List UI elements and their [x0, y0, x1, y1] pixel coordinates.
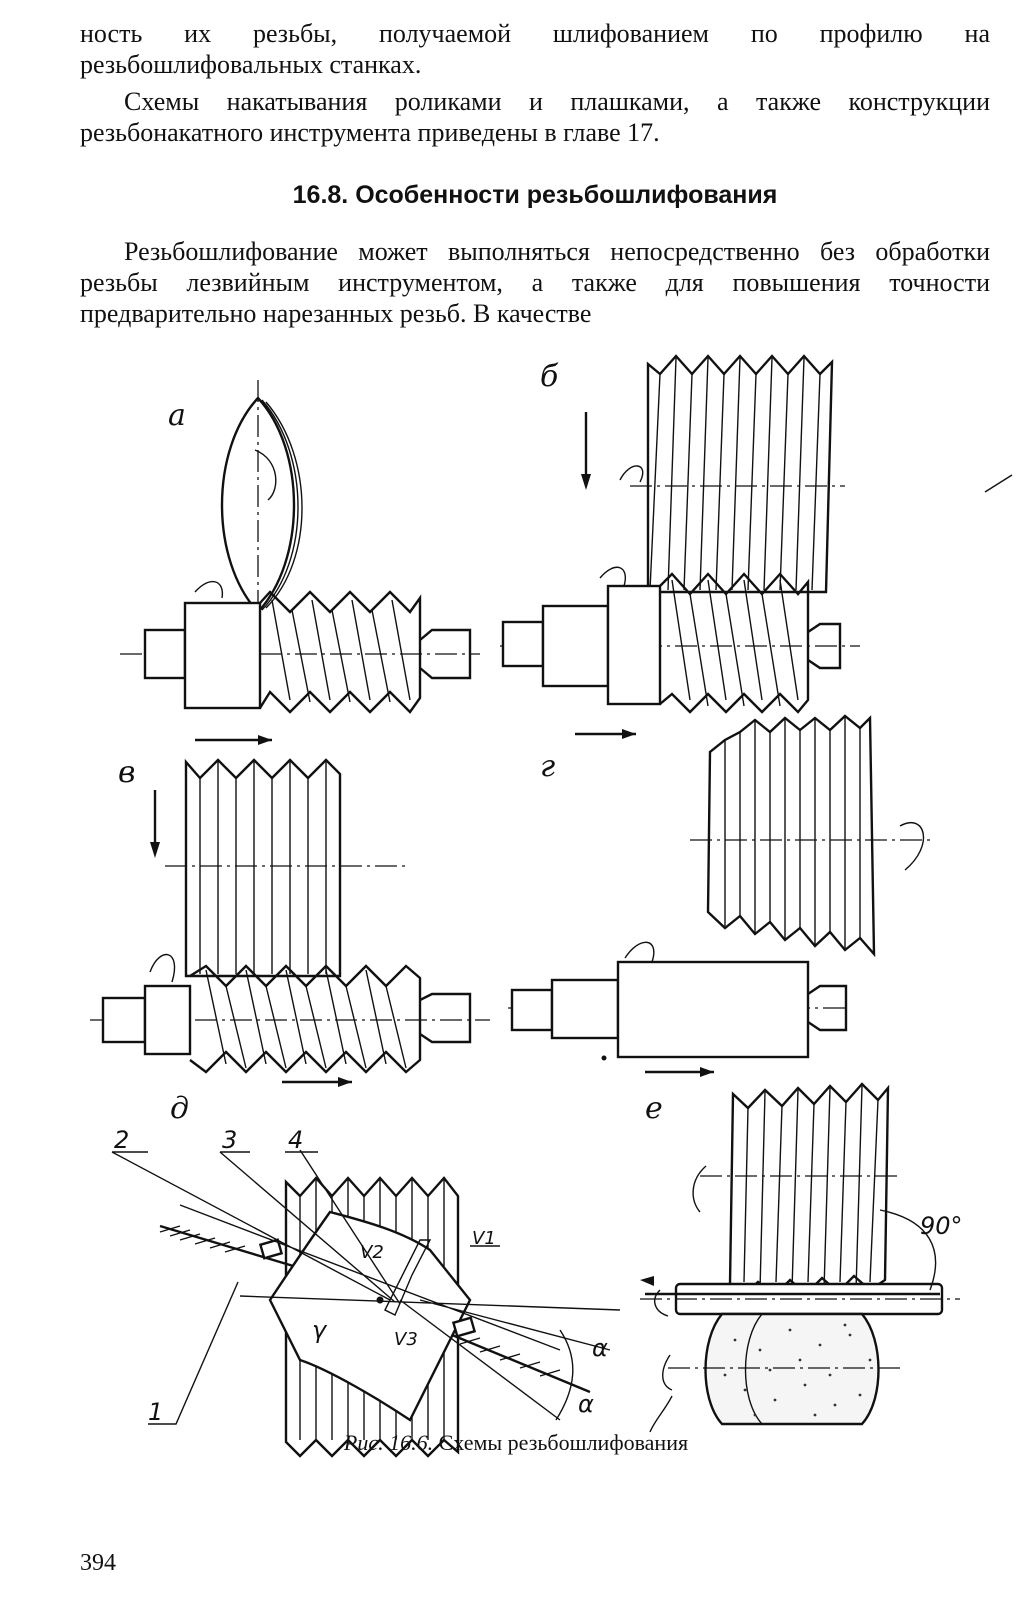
- callout-3: 3: [222, 1126, 237, 1154]
- caption-prefix: Рис. 16.6.: [343, 1430, 434, 1455]
- label-d: д: [170, 1091, 189, 1126]
- paragraph-rolling: Схемы накатывания роликами и плашками, а…: [80, 87, 990, 147]
- scheme-a: [120, 380, 480, 745]
- label-alpha-upper: α: [592, 1334, 608, 1362]
- figure-caption: Рис. 16.6. Схемы резьбошлифования: [0, 1428, 1032, 1458]
- scheme-e: [640, 1082, 960, 1433]
- label-angle-90: 90°: [920, 1212, 963, 1240]
- label-g: г: [540, 749, 555, 784]
- label-b: б: [540, 359, 559, 394]
- label-v1: V1: [472, 1228, 496, 1249]
- callout-2: 2: [114, 1126, 129, 1154]
- abrasive-dots: [723, 1323, 872, 1417]
- page-number: 394: [80, 1550, 116, 1576]
- paragraph-grinding: Резьбошлифование может выполняться непос…: [80, 237, 990, 328]
- label-v2: V2: [360, 1242, 384, 1263]
- label-a: а: [168, 398, 186, 433]
- section-heading: 16.8. Особенности резьбошлифования: [292, 181, 778, 209]
- scheme-d: [111, 1149, 621, 1458]
- scheme-b: [500, 354, 860, 739]
- scheme-v: [90, 758, 490, 1087]
- label-gamma: γ: [312, 1316, 328, 1344]
- label-v: в: [118, 755, 135, 790]
- scheme-g: [508, 714, 930, 1077]
- label-alpha-lower: α: [578, 1390, 594, 1418]
- callout-4: 4: [288, 1126, 303, 1154]
- paragraph-continuation: ность их резьбы, получаемой шлифованием …: [80, 19, 990, 79]
- label-v3: V3: [394, 1329, 418, 1350]
- callout-1: 1: [148, 1398, 163, 1426]
- caption-text: Схемы резьбошлифования: [438, 1430, 689, 1455]
- label-e: е: [645, 1091, 663, 1126]
